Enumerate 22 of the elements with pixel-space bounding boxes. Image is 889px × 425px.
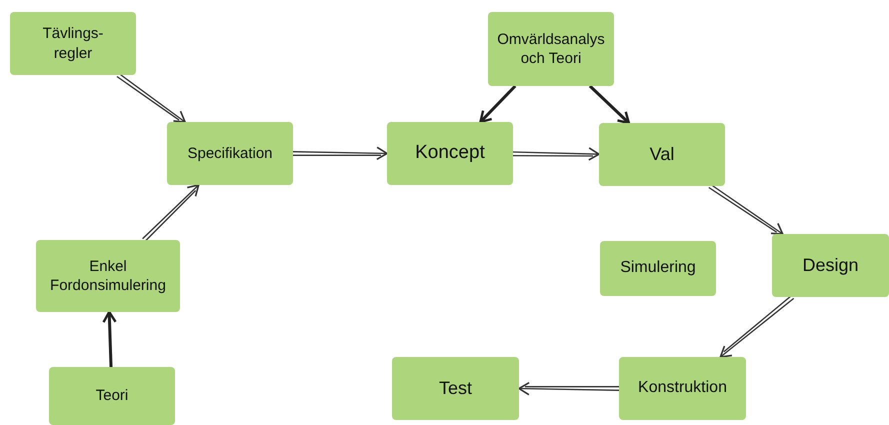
box-label: Specifikation	[187, 144, 273, 164]
box-label: Simulering	[620, 258, 696, 278]
box-label: Design	[802, 254, 859, 277]
process-box	[49, 367, 175, 425]
box-label: Tävlings- regler	[42, 24, 104, 63]
process-box	[387, 122, 513, 185]
process-box	[167, 122, 293, 185]
process-box	[36, 240, 180, 312]
box-label: Enkel Fordonsimulering	[49, 256, 167, 296]
process-box	[600, 241, 716, 296]
box-label: Teori	[96, 386, 128, 406]
process-box	[619, 357, 746, 420]
process-box	[488, 12, 614, 86]
process-box	[599, 123, 725, 186]
process-box	[772, 234, 889, 297]
box-label: Test	[438, 376, 472, 400]
box-label: Konstruktion	[638, 378, 727, 398]
box-label: Koncept	[415, 141, 485, 166]
box-label: Omvärldsanalys och Teori	[496, 30, 606, 68]
process-box	[10, 12, 136, 75]
box-label: Val	[650, 142, 674, 166]
process-box	[392, 357, 519, 420]
